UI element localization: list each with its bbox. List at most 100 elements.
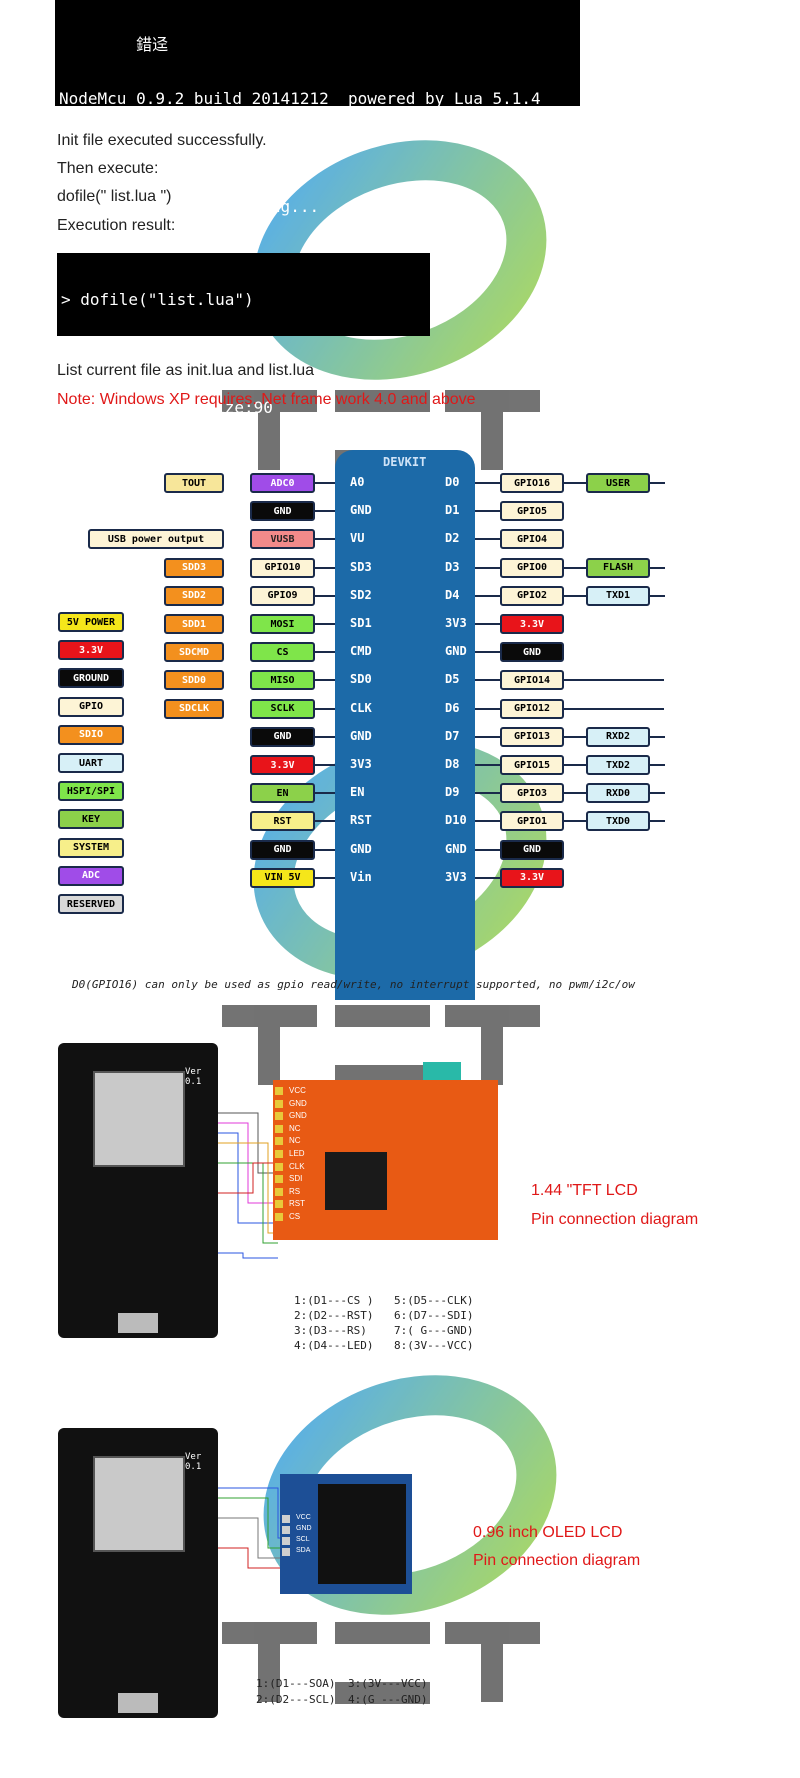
pin-connector-line	[315, 792, 335, 795]
legend-item: ADC	[58, 865, 124, 886]
board-pin-label: SD2	[350, 587, 372, 602]
pin-connector-line	[564, 735, 586, 738]
board-pin-label: RST	[350, 813, 372, 828]
pin-label: FLASH	[586, 557, 650, 578]
pin-label: RST	[250, 811, 315, 832]
header-pin	[282, 1515, 290, 1523]
devkit-label: DEVKIT	[383, 455, 427, 469]
board-pin-label: 3V3	[445, 869, 467, 884]
oled-subtitle: Pin connection diagram	[473, 1552, 641, 1569]
pin-label: VIN 5V	[250, 867, 315, 888]
mapping-item: 5:(D5---CLK)	[394, 1294, 474, 1307]
board-pin-label: 3V3	[445, 616, 467, 630]
terminal-line: set up wifi mode	[59, 143, 214, 162]
mapping-item: 3:(3V---VCC)	[348, 1677, 428, 1690]
pin-connector-line	[475, 510, 500, 513]
legend-item: GROUND	[58, 668, 124, 689]
pin-label: USER	[586, 473, 650, 493]
tft-pin-label: CS	[289, 1212, 301, 1221]
oled-pin-label: SCL	[296, 1536, 310, 1543]
pin-connector-line	[315, 679, 335, 682]
pin-connector-line	[564, 482, 586, 484]
board-pin-label: SD0	[350, 672, 372, 687]
board-pin-label: D6	[445, 700, 460, 715]
pin-label: GPIO10	[250, 557, 315, 578]
tft-pin-label: GND	[289, 1098, 307, 1108]
pin-label: GPIO16	[500, 473, 564, 493]
pin-connector-line	[315, 764, 335, 766]
pin-label: SDD2	[164, 585, 224, 606]
header-pin	[275, 1150, 283, 1158]
header-pin	[275, 1162, 283, 1171]
pin-connector-line	[315, 594, 335, 597]
pin-connector-line	[564, 566, 586, 569]
pin-label: GND	[500, 839, 564, 860]
nodemcu-board: Ver 0.1	[58, 1428, 218, 1718]
board-pin-label: D4	[445, 587, 460, 602]
legend-item: SDIO	[58, 724, 124, 745]
pin-label: GPIO15	[500, 755, 564, 775]
header-pin	[282, 1537, 290, 1545]
pin-label: GPIO12	[500, 698, 564, 719]
mapping-item: 7:( G---GND)	[394, 1324, 474, 1337]
pin-connector-line	[564, 707, 664, 710]
pin-label: TOUT	[164, 473, 224, 493]
code-text: dofile(" list.lua ")	[57, 188, 172, 205]
board-pin-label: GND	[445, 841, 467, 856]
pin-connector-line	[315, 566, 335, 569]
mapping-item: 3:(D3---RS)	[294, 1324, 367, 1337]
pin-connector-line	[315, 707, 335, 710]
header-pin	[275, 1112, 283, 1121]
pin-label: GPIO13	[500, 726, 564, 747]
oled-screen	[318, 1484, 406, 1584]
pin-connector-line	[475, 482, 500, 484]
board-pin-label: A0	[350, 475, 365, 489]
terminal-line: name:list.lua, size:90	[61, 398, 273, 417]
board-pin-label: D1	[445, 503, 460, 518]
pin-label: GPIO9	[250, 585, 315, 606]
pin-label: RXD2	[586, 726, 650, 747]
wifi-module	[93, 1456, 185, 1552]
pin-connector-line	[475, 566, 500, 569]
pin-label: SDCMD	[164, 642, 224, 663]
board-pin-label: GND	[445, 644, 467, 659]
pin-connector-line	[475, 735, 500, 738]
pin-label: SCLK	[250, 698, 315, 719]
tft-subtitle: Pin connection diagram	[531, 1211, 699, 1228]
pin-connector-line	[650, 735, 665, 738]
board-pin-label: D7	[445, 728, 460, 743]
oled-title: 0.96 inch OLED LCD	[473, 1524, 623, 1541]
header-pin	[275, 1137, 283, 1146]
board-pin-label: CMD	[350, 644, 372, 659]
oled-pin-label: GND	[296, 1525, 312, 1532]
pin-connector-line	[475, 707, 500, 710]
legend-item: KEY	[58, 809, 124, 830]
pin-label: SDD1	[164, 614, 224, 634]
pin-label: GPIO2	[500, 585, 564, 606]
pin-connector-line	[315, 848, 335, 851]
mapping-item: 1:(D1---SOA)	[256, 1677, 336, 1690]
pin-label: 3.3V	[500, 614, 564, 634]
pin-connector-line	[475, 538, 500, 541]
tft-pin-label: RS	[289, 1186, 301, 1196]
mapping-item: 1:(D1---CS )	[294, 1294, 374, 1307]
pin-connector-line	[475, 623, 500, 625]
body-text: Execution result:	[57, 217, 176, 234]
mapping-item: 2:(D2---RST)	[294, 1309, 374, 1322]
terminal-output-dofile: > dofile("list.lua") name:init.lua, size…	[57, 253, 430, 471]
pin-connector-line	[650, 566, 665, 569]
legend-item: 5V POWER	[58, 612, 124, 632]
header-pin	[275, 1200, 283, 1209]
terminal-line: NodeMcu 0.9.2 build 20141212 powered by …	[59, 89, 541, 108]
pin-connector-line	[650, 482, 665, 484]
mapping-item: 6:(D7---SDI)	[394, 1309, 474, 1322]
pin-connector-line	[475, 764, 500, 766]
pin-label: EN	[250, 783, 315, 804]
terminal-line: > dofile("list.lua")	[61, 290, 254, 309]
tft-pin-label: RST	[289, 1199, 305, 1209]
terminal-line: name:init.lua, size:341	[61, 344, 283, 363]
header-pin	[282, 1526, 290, 1534]
